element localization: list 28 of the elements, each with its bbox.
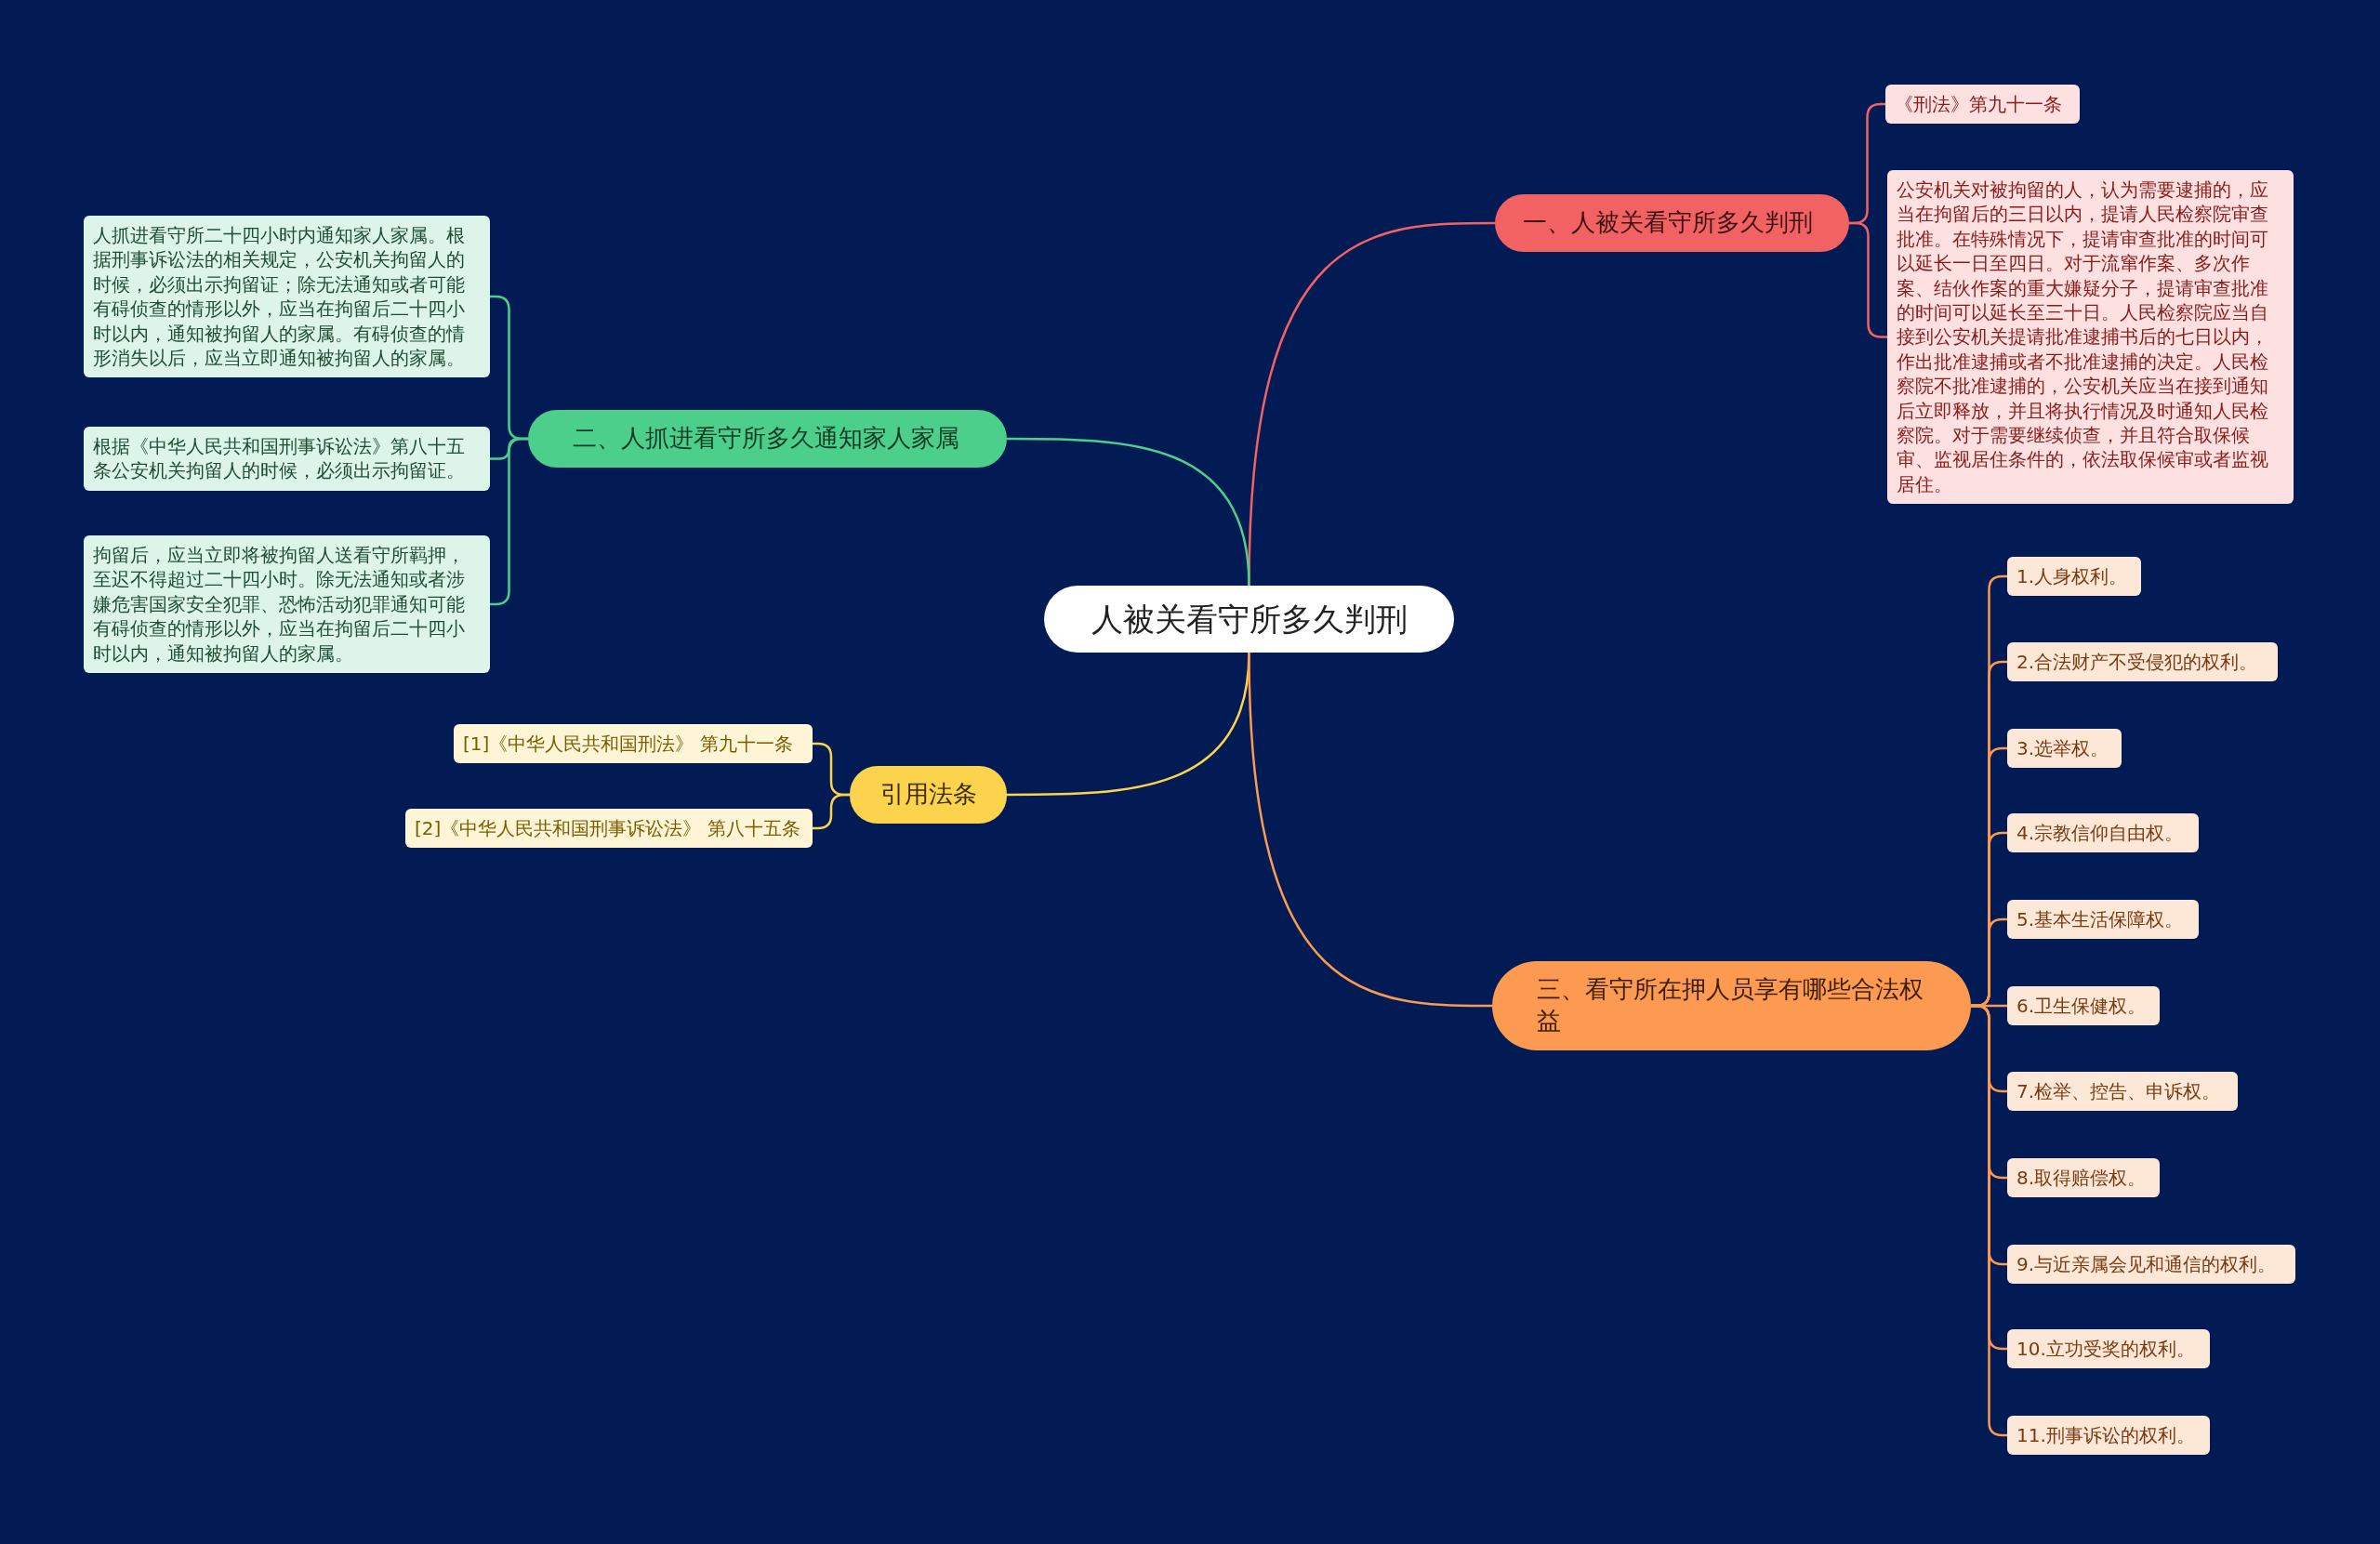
leaf-note: 7.检举、控告、申诉权。 — [2007, 1072, 2238, 1112]
leaf-note: 8.取得赔偿权。 — [2007, 1158, 2160, 1198]
branch-topic: 一、人被关看守所多久判刑 — [1495, 194, 1849, 252]
connector — [813, 793, 850, 830]
leaf-note: [1]《中华人民共和国刑法》 第九十一条 — [454, 724, 813, 764]
leaf-note: 拘留后，应当立即将被拘留人送看守所羁押，至迟不得超过二十四小时。除无法通知或者涉嫌危害国家安全犯罪、恐怖活动犯罪通知可能有碍侦查的情形以外，应当在拘留后二十四小时以内，通知被拘留人的家属。 — [84, 535, 490, 673]
leaf-note: 11.刑事诉讼的权利。 — [2007, 1416, 2210, 1456]
leaf-note: 3.选举权。 — [2007, 729, 2122, 769]
leaf-note: 2.合法财产不受侵犯的权利。 — [2007, 642, 2278, 682]
branch-topic: 二、人抓进看守所多久通知家人家属 — [528, 410, 1007, 468]
leaf-note: 5.基本生活保障权。 — [2007, 900, 2199, 940]
branch-topic: 三、看守所在押人员享有哪些合法权益 — [1492, 961, 1971, 1050]
leaf-note: 公安机关对被拘留的人，认为需要逮捕的，应当在拘留后的三日以内，提请人民检察院审查批准。在特殊情况下，提请审查批准的时间可以延长一日至四日。对于流窜作案、多次作案、结伙作案的重大嫌疑分子，提请审查批准的时间可以延长至三十日。人民检察院应当自接到公安机关提请批准逮捕书后的七日以内，作出批准逮捕或者不批准逮捕的决定。人民检察院不批准逮捕的，公安机关应当在接到通知后立即释放，并且将执行情况及时通知人民检察院。对于需要继续侦查，并且符合取保候审、监视居住条件的，依法取保候审或者监视居住。 — [1887, 170, 2294, 505]
connector — [1248, 652, 1492, 1008]
leaf-note: 10.立功受奖的权利。 — [2007, 1329, 2210, 1369]
branch-topic: 引用法条 — [850, 766, 1007, 824]
connector — [490, 437, 528, 606]
leaf-note: [2]《中华人民共和国刑事诉讼法》 第八十五条 — [405, 809, 813, 849]
leaf-note: 《刑法》第九十一条 — [1885, 85, 2080, 125]
leaf-note: 6.卫生保健权。 — [2007, 986, 2160, 1026]
central-topic: 人被关看守所多久判刑 — [1044, 586, 1454, 653]
leaf-note: 9.与近亲属会见和通信的权利。 — [2007, 1245, 2295, 1285]
leaf-note: 根据《中华人民共和国刑事诉讼法》第八十五条公安机关拘留人的时候，必须出示拘留证。 — [84, 427, 490, 491]
connector — [1971, 1004, 2007, 1437]
leaf-note: 1.人身权利。 — [2007, 557, 2141, 597]
leaf-note: 4.宗教信仰自由权。 — [2007, 813, 2199, 853]
connector — [1007, 437, 1250, 587]
leaf-note: 人抓进看守所二十四小时内通知家人家属。根据刑事诉讼法的相关规定，公安机关拘留人的时候，必须出示拘留证；除无法通知或者可能有碍侦查的情形以外，应当在拘留后二十四小时以内，通知被拘留人的家属。有碍侦查的情形消失以后，应当立即通知被拘留人的家属。 — [84, 216, 490, 378]
